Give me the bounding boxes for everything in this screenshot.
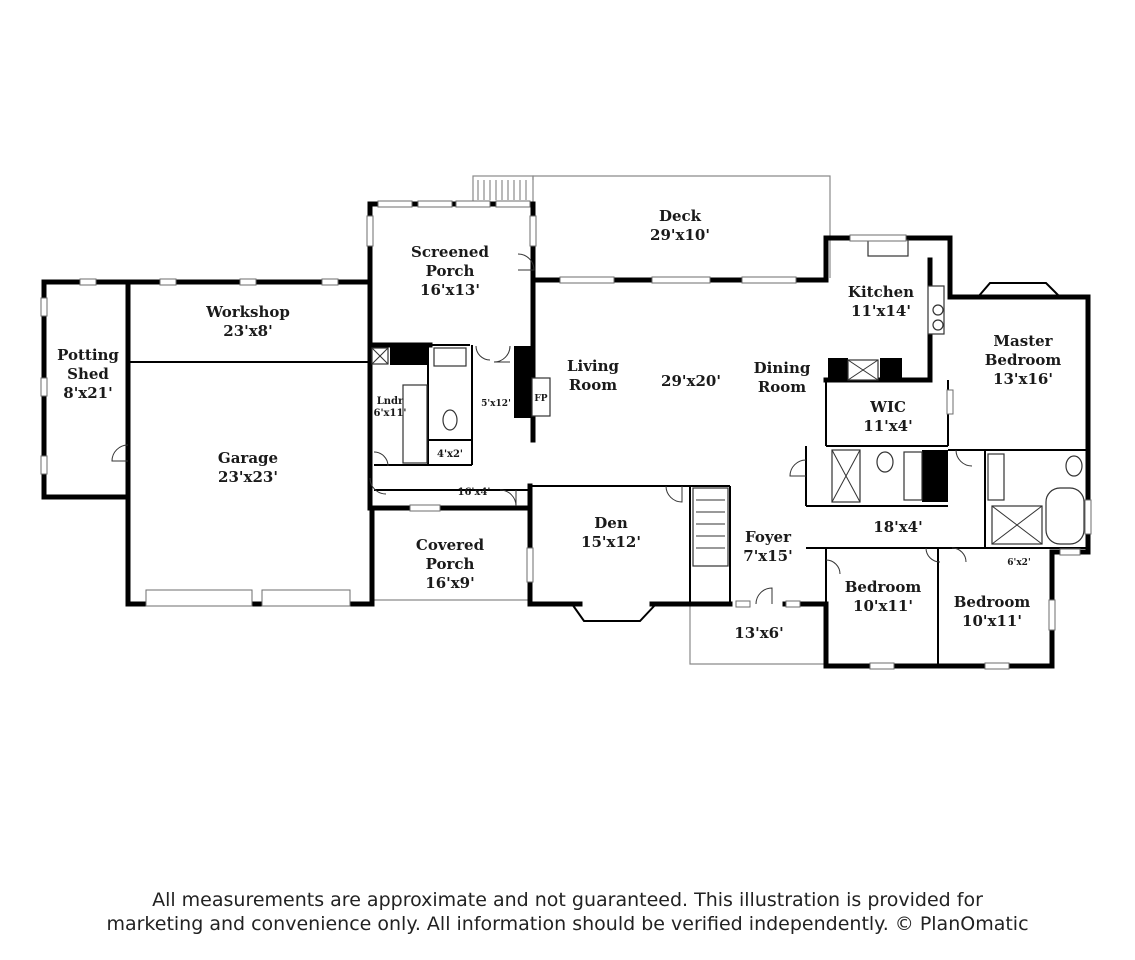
laundry-size: 6'x11' bbox=[374, 408, 407, 419]
wic-size: 11'x4' bbox=[863, 417, 912, 435]
room-potting-shed: Potting Shed 8'x21' bbox=[57, 346, 119, 402]
disclaimer-line-1: All measurements are approximate and not… bbox=[152, 889, 983, 911]
bedroom-2-name: Bedroom bbox=[954, 593, 1031, 611]
screened-porch-name-2: Porch bbox=[426, 262, 475, 280]
fixtures bbox=[371, 239, 1085, 567]
room-half-bath: 4'x2' bbox=[437, 449, 463, 460]
disclaimer: All measurements are approximate and not… bbox=[0, 888, 1135, 936]
kitchen-size: 11'x14' bbox=[851, 302, 911, 320]
workshop-size: 23'x8' bbox=[223, 322, 272, 340]
room-laundry: Lndr 6'x11' bbox=[374, 396, 407, 419]
bedroom-hall-size: 18'x4' bbox=[873, 518, 922, 536]
potting-shed-name-1: Potting bbox=[57, 346, 119, 364]
bedroom-1-name: Bedroom bbox=[845, 578, 922, 596]
master-bedroom-size: 13'x16' bbox=[993, 370, 1053, 388]
covered-porch-name-1: Covered bbox=[416, 536, 485, 554]
wic-name: WIC bbox=[869, 398, 906, 416]
dark-blocks bbox=[390, 345, 948, 502]
room-workshop: Workshop 23'x8' bbox=[205, 303, 290, 340]
deck-size: 29'x10' bbox=[650, 226, 710, 244]
workshop-name: Workshop bbox=[205, 303, 290, 321]
foyer-name: Foyer bbox=[745, 528, 792, 546]
room-den: Den 15'x12' bbox=[581, 514, 641, 551]
living-room-name-2: Room bbox=[569, 376, 617, 394]
front-porch-outline bbox=[689, 604, 826, 665]
room-bedroom-1: Bedroom 10'x11' bbox=[845, 578, 922, 615]
deck-name: Deck bbox=[659, 207, 702, 225]
room-covered-porch: Covered Porch 16'x9' bbox=[416, 536, 485, 592]
den-size: 15'x12' bbox=[581, 533, 641, 551]
doors bbox=[111, 253, 973, 605]
screened-porch-size: 16'x13' bbox=[420, 281, 480, 299]
room-front-porch: 13'x6' bbox=[734, 624, 783, 642]
front-porch-size: 13'x6' bbox=[734, 624, 783, 642]
room-foyer: Foyer 7'x15' bbox=[743, 528, 792, 565]
master-bedroom-name-1: Master bbox=[993, 332, 1053, 350]
living-room-size: 29'x20' bbox=[661, 372, 721, 390]
living-room-name-1: Living bbox=[567, 357, 620, 375]
master-closet-size: 6'x2' bbox=[1007, 558, 1030, 568]
mudroom-size: 16'x4' bbox=[458, 487, 491, 498]
garage-name: Garage bbox=[218, 449, 278, 467]
garage-size: 23'x23' bbox=[218, 468, 278, 486]
room-garage: Garage 23'x23' bbox=[218, 449, 278, 486]
potting-shed-name-2: Shed bbox=[67, 365, 109, 383]
dining-room-name-2: Room bbox=[758, 378, 806, 396]
room-dining-room: Dining Room bbox=[754, 359, 811, 396]
room-hall: 5'x12' bbox=[481, 399, 511, 409]
room-master-bedroom: Master Bedroom 13'x16' bbox=[985, 332, 1062, 388]
hall-size: 5'x12' bbox=[481, 399, 511, 409]
screened-porch-name-1: Screened bbox=[411, 243, 489, 261]
foyer-size: 7'x15' bbox=[743, 547, 792, 565]
room-screened-porch: Screened Porch 16'x13' bbox=[411, 243, 489, 299]
den-bay-window bbox=[571, 603, 657, 622]
potting-shed-size: 8'x21' bbox=[63, 384, 112, 402]
covered-porch-name-2: Porch bbox=[426, 555, 475, 573]
disclaimer-line-2: marketing and convenience only. All info… bbox=[106, 913, 1029, 935]
fireplace-label: FP bbox=[534, 394, 547, 404]
master-bay-window bbox=[977, 282, 1061, 298]
den-name: Den bbox=[594, 514, 628, 532]
fireplace: FP bbox=[531, 377, 551, 417]
kitchen-name: Kitchen bbox=[848, 283, 914, 301]
room-bedroom-hall: 18'x4' bbox=[873, 518, 922, 536]
bedroom-2-size: 10'x11' bbox=[962, 612, 1022, 630]
half-bath-size: 4'x2' bbox=[437, 449, 463, 460]
room-wic: WIC 11'x4' bbox=[863, 398, 912, 435]
room-bedroom-2: Bedroom 10'x11' bbox=[954, 593, 1031, 630]
dining-room-name-1: Dining bbox=[754, 359, 811, 377]
room-kitchen: Kitchen 11'x14' bbox=[848, 283, 914, 320]
covered-porch-size: 16'x9' bbox=[425, 574, 474, 592]
room-living-room: Living Room 29'x20' bbox=[567, 357, 721, 394]
master-bedroom-name-2: Bedroom bbox=[985, 351, 1062, 369]
windows bbox=[40, 200, 1092, 670]
laundry-name: Lndr bbox=[377, 396, 404, 407]
room-mudroom: 16'x4' bbox=[458, 487, 491, 498]
room-master-closet: 6'x2' bbox=[1007, 558, 1030, 568]
bedroom-1-size: 10'x11' bbox=[853, 597, 913, 615]
room-deck: Deck 29'x10' bbox=[650, 207, 710, 244]
